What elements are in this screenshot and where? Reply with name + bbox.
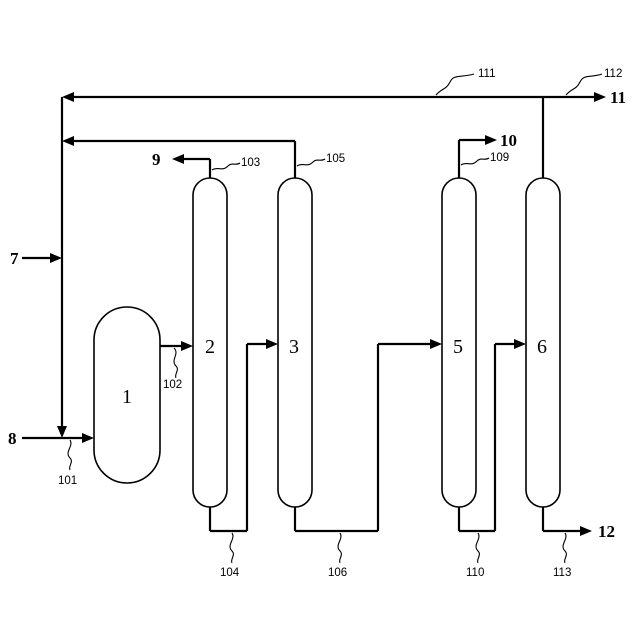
feed-7-arrow — [50, 253, 62, 263]
product-10-arrow — [485, 135, 497, 145]
line-110-arrow — [514, 339, 526, 349]
product-11-arrow — [594, 92, 606, 102]
stream-label-12: 12 — [598, 522, 615, 541]
ref-label-111: 111 — [478, 68, 495, 80]
ref-label-104: 104 — [220, 567, 240, 579]
feed-8-arrow — [82, 433, 94, 443]
stream-label-11: 11 — [610, 88, 626, 107]
leader-112 — [566, 74, 602, 95]
equipment-label-6: 6 — [537, 336, 547, 358]
stream-label-8: 8 — [8, 429, 17, 448]
line-106-arrow — [430, 339, 442, 349]
equipment-label-3: 3 — [289, 336, 299, 358]
stream-label-10: 10 — [500, 131, 517, 150]
ref-label-106: 106 — [328, 567, 347, 579]
product-12-arrow — [580, 526, 592, 536]
header-down-arrow — [57, 426, 67, 438]
ref-label-109: 109 — [490, 152, 509, 164]
equipment-label-1: 1 — [122, 386, 132, 408]
ref-label-103: 103 — [241, 157, 260, 169]
leader-101 — [68, 440, 71, 470]
leader-103 — [212, 163, 240, 170]
leader-105 — [297, 159, 325, 166]
leader-113 — [563, 533, 566, 563]
leader-106 — [338, 533, 341, 563]
stream-label-9: 9 — [152, 150, 161, 169]
ref-label-101: 101 — [58, 475, 77, 487]
ref-label-110: 110 — [466, 567, 484, 579]
stream-label-7: 7 — [10, 249, 19, 268]
recycle-105-arrow — [62, 136, 74, 146]
leader-111 — [436, 74, 474, 95]
line-102-arrow — [181, 341, 193, 351]
recycle-111-arrow — [62, 92, 74, 102]
line-104-arrow — [266, 339, 278, 349]
leader-109 — [461, 158, 489, 165]
ref-label-105: 105 — [326, 153, 345, 165]
ref-label-112: 112 — [604, 68, 622, 80]
ref-label-102: 102 — [163, 379, 182, 391]
leader-110 — [476, 533, 479, 563]
equipment-label-5: 5 — [453, 336, 463, 358]
ref-label-113: 113 — [553, 567, 571, 579]
equipment-label-2: 2 — [205, 336, 215, 358]
leader-104 — [230, 533, 233, 563]
product-9-arrow — [172, 154, 184, 164]
leader-102 — [174, 348, 177, 378]
